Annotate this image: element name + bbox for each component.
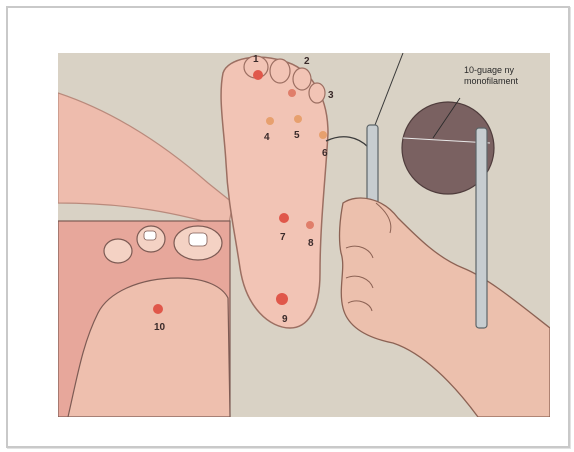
point-label-4: 4 xyxy=(264,133,270,143)
site-6-dot xyxy=(319,131,327,139)
site-5-dot xyxy=(294,115,302,123)
site-1-dot xyxy=(253,70,263,80)
point-label-7: 7 xyxy=(280,233,286,243)
site-10-dot xyxy=(153,304,163,314)
callout-line-2: monofilament xyxy=(464,76,518,87)
point-label-2: 2 xyxy=(304,57,310,67)
point-label-9: 9 xyxy=(282,315,288,325)
image-frame: 1 2 3 4 5 6 7 8 9 10 10-guage ny monofil… xyxy=(6,6,570,448)
monofilament-callout: 10-guage ny monofilament xyxy=(464,65,518,87)
callout-line-1: 10-guage ny xyxy=(464,65,518,76)
point-label-10: 10 xyxy=(154,323,165,333)
site-8-dot xyxy=(306,221,314,229)
site-4-dot xyxy=(266,117,274,125)
toe-3 xyxy=(293,68,311,90)
point-label-6: 6 xyxy=(322,149,328,159)
point-label-1: 1 xyxy=(253,55,259,65)
site-7-dot xyxy=(279,213,289,223)
point-label-8: 8 xyxy=(308,239,314,249)
point-label-3: 3 xyxy=(328,91,334,101)
illustration-drawing xyxy=(58,53,550,417)
toe-4 xyxy=(309,83,325,103)
site-9-dot xyxy=(276,293,288,305)
site-2-dot xyxy=(288,89,296,97)
monofilament-test-illustration: 1 2 3 4 5 6 7 8 9 10 10-guage ny monofil… xyxy=(58,53,550,417)
toe-2 xyxy=(270,59,290,83)
point-label-5: 5 xyxy=(294,131,300,141)
filament-handle-2 xyxy=(476,128,487,328)
